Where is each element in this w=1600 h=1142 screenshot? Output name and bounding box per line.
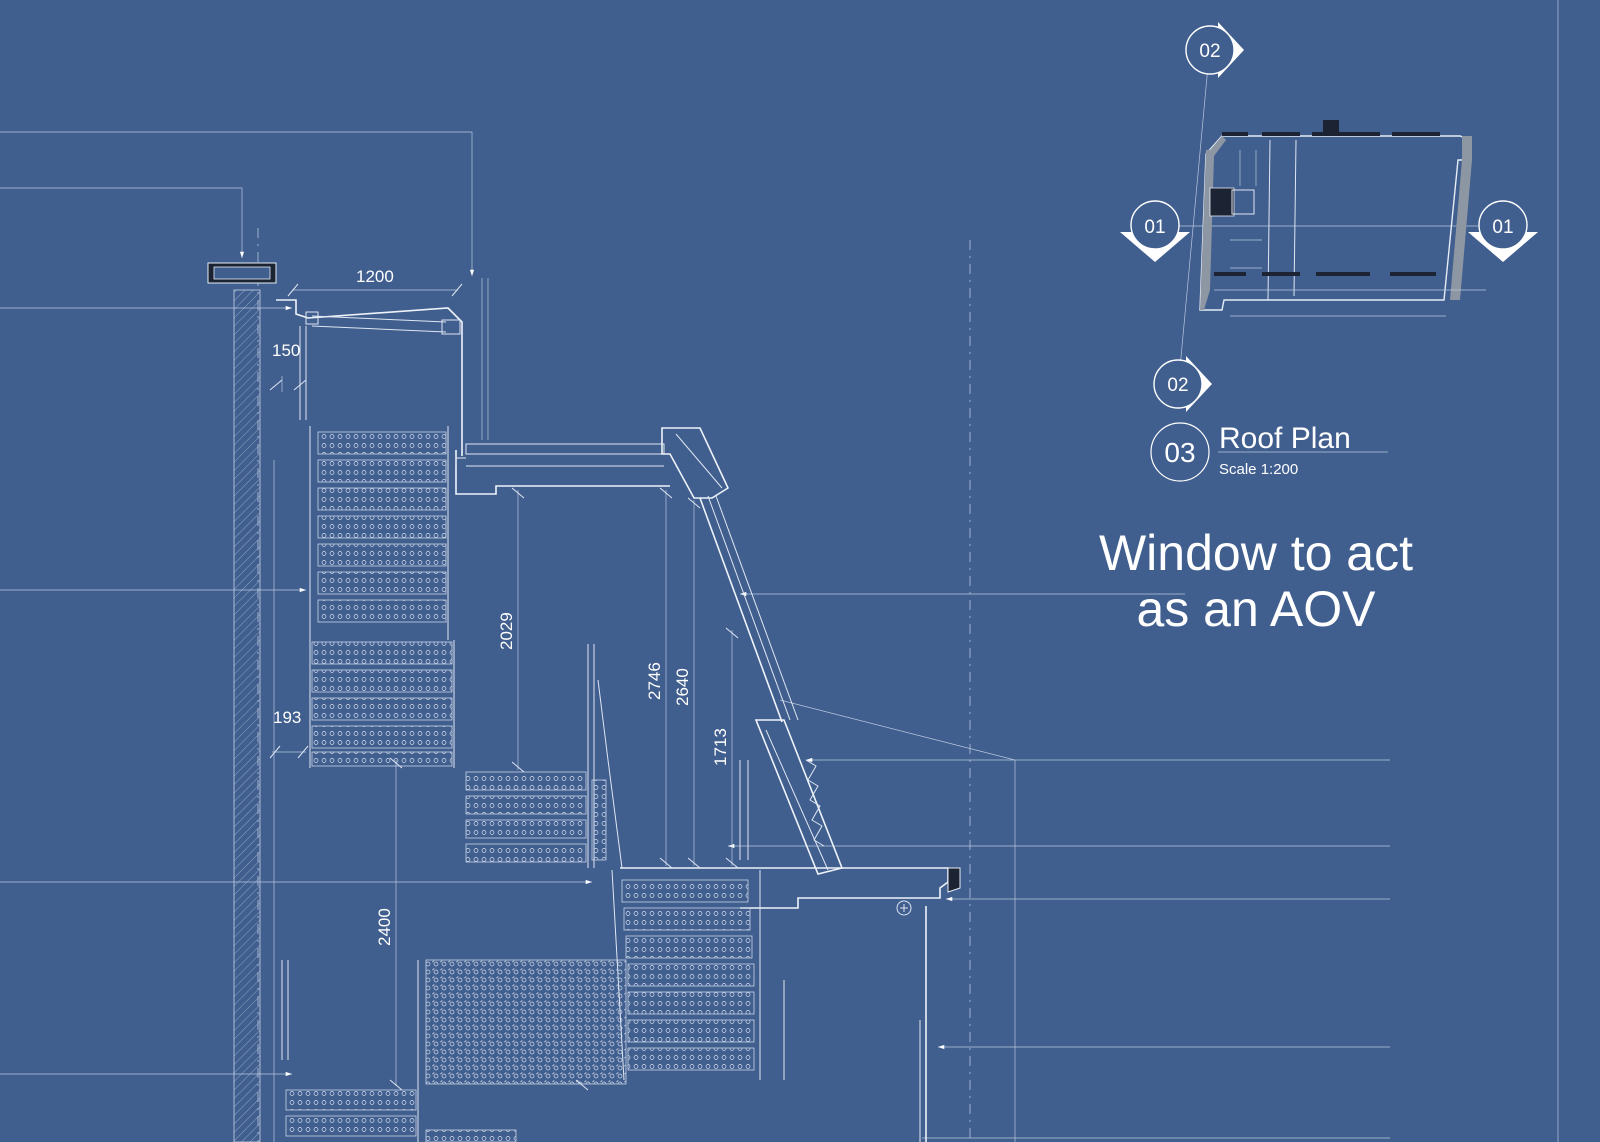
svg-text:01: 01 <box>1492 217 1513 238</box>
leader-lines-right <box>728 591 1390 1139</box>
dim-1713: 1713 <box>711 728 730 766</box>
svg-text:02: 02 <box>1199 41 1220 62</box>
svg-text:01: 01 <box>1144 217 1165 238</box>
party-wall <box>233 228 275 1142</box>
leader-lines-left <box>0 131 592 1077</box>
stair-upper-flight <box>309 426 455 768</box>
drawing-scale: Scale 1:200 <box>1219 461 1298 478</box>
dim-2640: 2640 <box>673 668 692 706</box>
section-marker-bottom: 02 <box>1153 356 1212 412</box>
aov-window <box>699 495 844 875</box>
section-marker-top: 02 <box>1185 22 1244 78</box>
projection-line <box>779 699 1016 761</box>
perforated-balustrade <box>281 959 627 1142</box>
svg-text:02: 02 <box>1167 375 1188 396</box>
dim-150: 150 <box>272 341 300 360</box>
section-marker-right: 01 <box>1468 200 1538 262</box>
roof-hatch <box>276 278 489 456</box>
stair-lower-flight <box>611 869 785 1081</box>
annotation-line-2: as an AOV <box>1136 581 1376 637</box>
drawing-number: 03 <box>1164 437 1195 468</box>
drawing-title-block: 03 Roof Plan Scale 1:200 <box>1150 422 1388 482</box>
dim-193: 193 <box>273 708 301 727</box>
dim-2746: 2746 <box>645 662 664 700</box>
annotation-line-1: Window to act <box>1099 525 1413 581</box>
dim-1200: 1200 <box>356 267 394 286</box>
dim-2400: 2400 <box>375 908 394 946</box>
section-marker-left: 01 <box>1120 200 1190 262</box>
roof-plan-key <box>1146 65 1486 369</box>
stair-middle-flight <box>465 644 623 869</box>
upper-landing <box>455 427 730 499</box>
drawing-title: Roof Plan <box>1219 422 1351 455</box>
dimension-lines <box>269 283 739 1091</box>
parapet-coping <box>207 262 277 284</box>
lower-landing <box>620 760 961 1142</box>
dim-2029: 2029 <box>497 612 516 650</box>
